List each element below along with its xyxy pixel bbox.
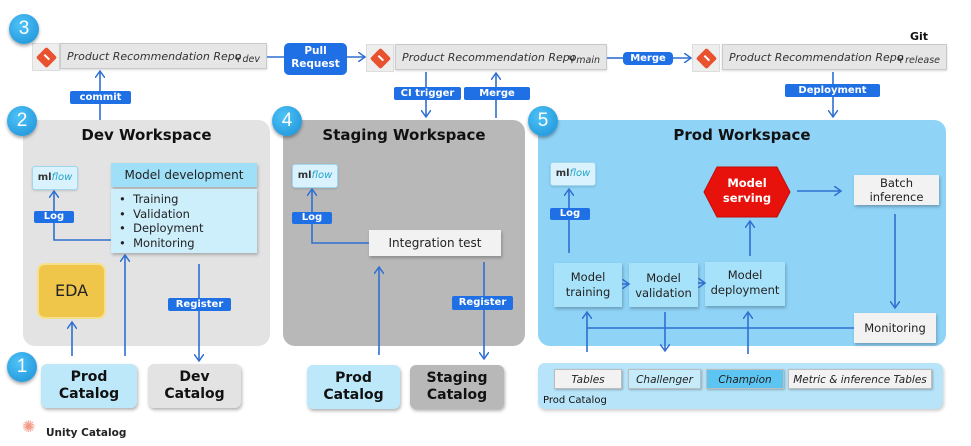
model-deployment-box: Model deployment bbox=[705, 262, 785, 306]
merge-label-top: Merge bbox=[623, 52, 673, 65]
unity-catalog-icon: ✺ bbox=[22, 417, 36, 436]
repo-main[interactable]: Product Recommendation Repo ⑂main bbox=[395, 44, 607, 70]
branch-icon: ⑂ bbox=[897, 53, 905, 66]
git-logo-icon bbox=[32, 43, 60, 71]
prod-workspace: Prod Workspace bbox=[538, 120, 946, 346]
eda-box: EDA bbox=[37, 263, 106, 319]
register-label-staging: Register bbox=[452, 296, 513, 310]
prod-catalog-panel: Tables Challenger Champion Metric & infe… bbox=[538, 363, 943, 409]
list-item: • Validation bbox=[119, 206, 190, 221]
step-badge-4: 4 bbox=[272, 106, 302, 136]
model-development-header: Model development bbox=[111, 163, 257, 187]
deployment-label: Deployment bbox=[785, 84, 880, 97]
integration-test-box: Integration test bbox=[369, 230, 501, 256]
mlflow-logo-prod: mlflow bbox=[550, 162, 596, 186]
list-item: • Training bbox=[119, 192, 179, 206]
git-label: Git bbox=[910, 30, 929, 43]
model-serving-label: Model serving bbox=[722, 176, 772, 205]
repo-dev[interactable]: Product Recommendation Repo ⑂dev bbox=[60, 43, 267, 69]
staging-workspace-title: Staging Workspace bbox=[322, 126, 486, 144]
chip-champion: Champion bbox=[706, 369, 784, 389]
branch-main: ⑂main bbox=[568, 53, 600, 66]
repo-release[interactable]: Product Recommendation Repo ⑂release bbox=[722, 44, 947, 70]
branch-icon: ⑂ bbox=[568, 53, 576, 66]
batch-inference-box: Batch inference bbox=[854, 175, 939, 205]
repo-release-name: Product Recommendation Repo bbox=[729, 51, 904, 64]
log-label-prod: Log bbox=[550, 208, 590, 220]
chip-tables: Tables bbox=[554, 369, 622, 389]
branch-release: ⑂release bbox=[897, 53, 940, 66]
commit-label: commit bbox=[70, 91, 131, 104]
mlflow-logo-staging: mlflow bbox=[292, 164, 338, 188]
git-logo-icon bbox=[366, 44, 394, 72]
git-logo-icon bbox=[692, 44, 720, 72]
model-development-list: • Training • Validation • Deployment • M… bbox=[111, 189, 257, 253]
step-badge-2: 2 bbox=[7, 106, 37, 136]
model-validation-box: Model validation bbox=[629, 263, 698, 307]
log-label-dev: Log bbox=[34, 211, 74, 223]
unity-catalog-label: Unity Catalog bbox=[46, 427, 127, 439]
repo-main-name: Product Recommendation Repo bbox=[402, 51, 577, 64]
merge-label-up: Merge bbox=[464, 87, 530, 100]
pull-request-label: Pull Request bbox=[284, 43, 347, 75]
step-badge-3: 3 bbox=[9, 14, 39, 44]
ci-trigger-label: CI trigger bbox=[394, 87, 461, 100]
repo-dev-name: Product Recommendation Repo bbox=[67, 50, 242, 63]
step-badge-1: 1 bbox=[7, 352, 37, 382]
list-item: • Deployment bbox=[119, 221, 204, 235]
dev-workspace-title: Dev Workspace bbox=[81, 126, 212, 144]
list-item: • Monitoring bbox=[119, 235, 195, 250]
monitoring-box: Monitoring bbox=[854, 313, 936, 343]
mlflow-logo-dev: mlflow bbox=[32, 166, 78, 190]
prod-workspace-title: Prod Workspace bbox=[673, 126, 811, 144]
chip-challenger: Challenger bbox=[628, 369, 701, 389]
log-label-staging: Log bbox=[292, 212, 332, 224]
branch-dev: ⑂dev bbox=[234, 52, 260, 65]
chip-metric-inference-tables: Metric & inference Tables bbox=[788, 369, 932, 389]
model-training-box: Model training bbox=[554, 263, 622, 307]
prod-catalog-label: Prod Catalog bbox=[543, 395, 607, 406]
branch-icon: ⑂ bbox=[234, 52, 242, 65]
model-serving-hexagon bbox=[703, 166, 791, 218]
register-label-dev: Register bbox=[168, 298, 231, 311]
step-badge-5: 5 bbox=[528, 106, 558, 136]
